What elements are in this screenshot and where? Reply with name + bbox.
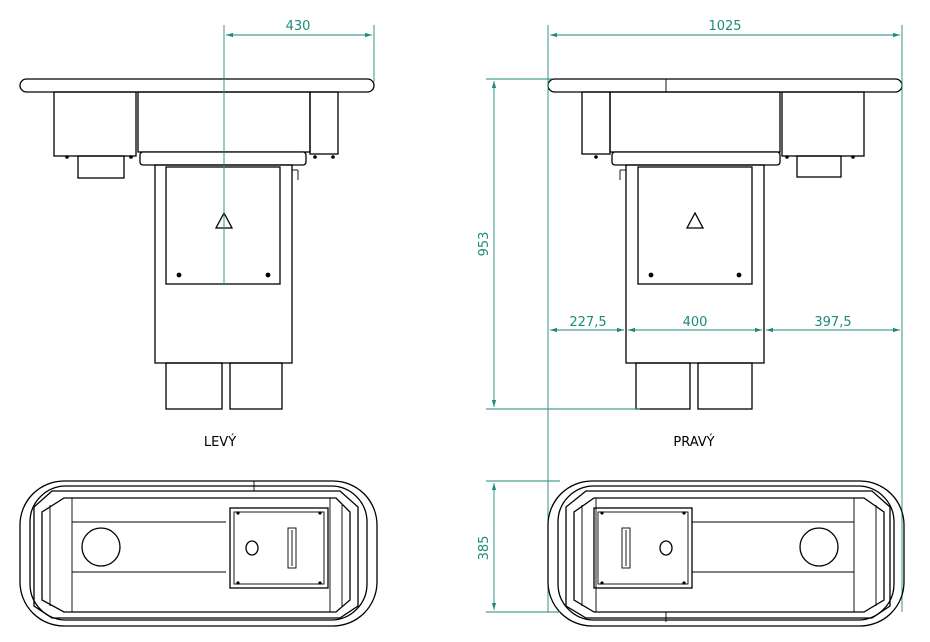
dim-227-label: 227,5 [569,315,606,330]
left-elevation [19,78,375,410]
left-plan-panel [229,507,329,589]
dim-385-label: 385 [477,536,492,561]
right-plan-port [799,527,839,567]
left-plan [19,480,378,627]
right-flange [611,151,781,166]
left-plan-logo [287,527,297,569]
dim-397-label: 397,5 [814,315,851,330]
left-plan-port [81,527,121,567]
right-main-housing [609,91,781,153]
right-plan [547,480,905,627]
right-side-box [781,91,865,157]
dim-row: 227,5 400 397,5 [550,315,900,333]
left-right-box [309,91,339,155]
left-leg-2 [229,362,283,410]
left-view-label: LEVÝ [204,434,236,450]
right-plan-panel [593,507,693,589]
left-body [154,164,293,364]
right-top-plate [547,78,903,93]
right-inner-plate [637,166,753,285]
right-plan-logo [621,527,631,569]
dim-430: 430 [223,19,375,284]
left-leg-1 [165,362,223,410]
left-plan-outer [19,480,378,627]
right-plan-outer [547,480,905,627]
right-body [625,164,765,364]
right-leg-1 [635,362,691,410]
dim-430-label: 430 [286,19,311,34]
left-top-plate [19,78,375,93]
right-left-box [581,91,611,155]
left-pipe-stub [77,155,125,179]
right-leg-2 [697,362,753,410]
left-side-box [53,91,137,157]
dim-1025: 1025 [547,19,903,612]
dim-385: 385 [477,480,560,613]
right-warning-triangle-icon [685,211,705,229]
dim-953-label: 953 [477,232,492,257]
left-inner-plate [165,166,281,285]
left-flange [139,151,307,166]
right-elevation [547,78,903,410]
dim-1025-label: 1025 [708,19,741,34]
right-view-label: PRAVÝ [673,434,714,450]
dim-953: 953 [477,78,640,410]
right-pipe-stub [796,155,842,178]
dim-400-label: 400 [683,315,708,330]
